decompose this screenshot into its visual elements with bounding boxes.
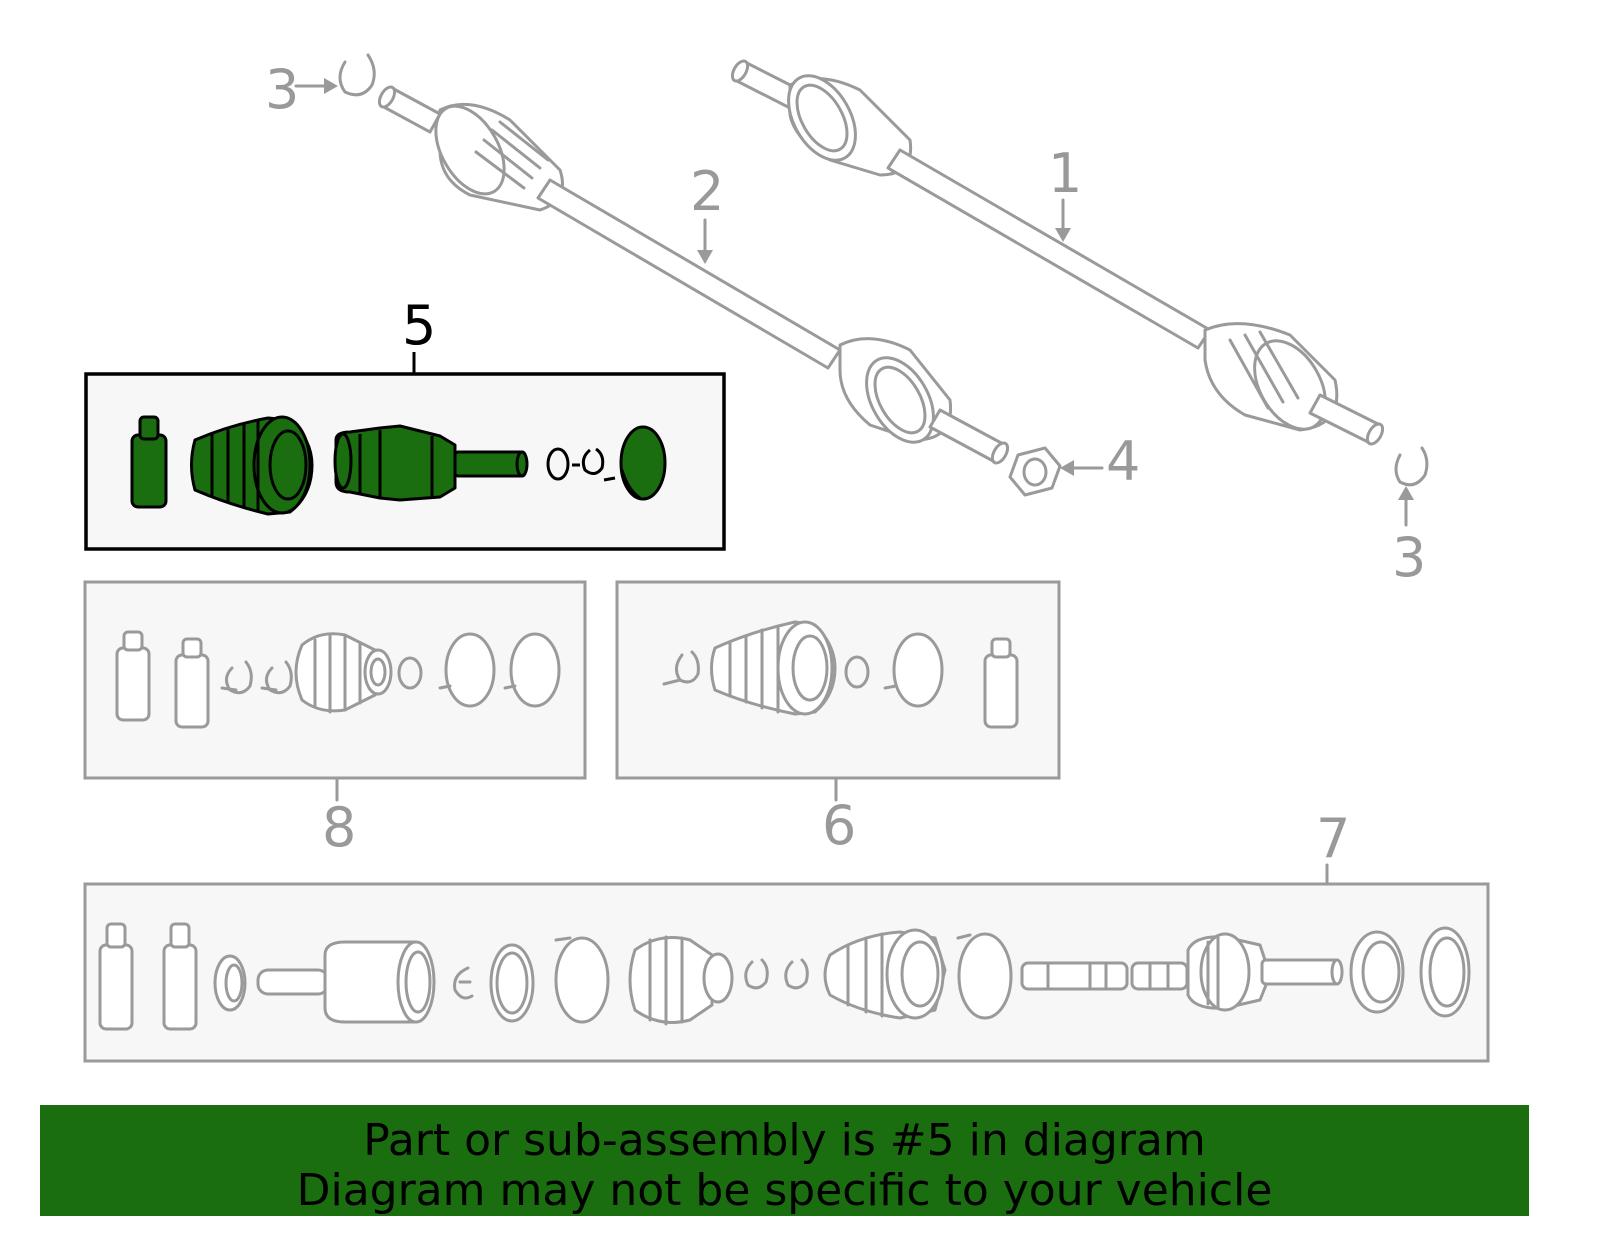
kit-box-6[interactable] [615, 580, 1061, 780]
callout-2: 2 [690, 160, 724, 264]
callout-1: 1 [1048, 142, 1082, 242]
banner-background [40, 1105, 1529, 1216]
cap-part [619, 425, 667, 501]
svg-text:7: 7 [1316, 807, 1350, 870]
retaining-clip-right[interactable] [1394, 446, 1429, 487]
svg-text:4: 4 [1106, 430, 1140, 493]
kit-box-7[interactable] [83, 882, 1490, 1063]
svg-text:8: 8 [322, 796, 356, 859]
clamp-rings-part [546, 447, 616, 482]
info-banner: Part or sub-assembly is #5 in diagram Di… [40, 1110, 1529, 1221]
svg-text:1: 1 [1048, 142, 1082, 205]
callout-4: 4 [1060, 430, 1140, 493]
banner-line-1: Part or sub-assembly is #5 in diagram [363, 1114, 1206, 1166]
kit-box-5[interactable] [84, 372, 726, 551]
svg-text:3: 3 [265, 58, 299, 121]
svg-text:2: 2 [690, 160, 724, 223]
callout-6: 6 [822, 778, 856, 857]
svg-text:3: 3 [1392, 526, 1426, 589]
kit-box-8[interactable] [83, 580, 587, 780]
callout-3-right: 3 [1392, 486, 1426, 589]
grease-tube-part [130, 415, 168, 509]
axle-shaft-1[interactable] [729, 58, 1385, 446]
banner-line-2: Diagram may not be specific to your vehi… [296, 1164, 1273, 1216]
axle-shaft-2[interactable] [376, 84, 1010, 465]
callout-8: 8 [322, 778, 356, 859]
svg-text:5: 5 [402, 294, 436, 357]
cv-boot-part [190, 415, 314, 516]
callout-3-top: 3 [265, 58, 338, 121]
callout-5: 5 [402, 294, 436, 374]
axle-nut[interactable] [1008, 446, 1062, 497]
svg-text:6: 6 [822, 794, 856, 857]
retaining-clip-top[interactable] [338, 53, 376, 97]
callout-7: 7 [1316, 807, 1350, 886]
joint-housing-part [333, 424, 529, 502]
